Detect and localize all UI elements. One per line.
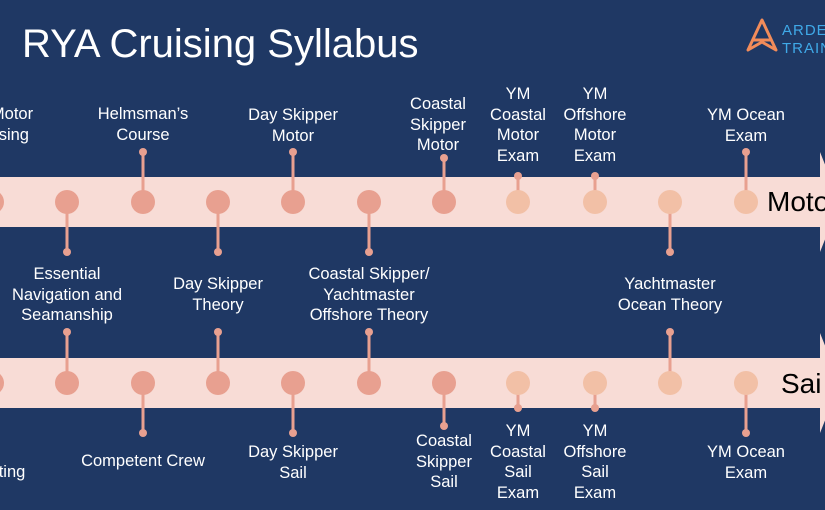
theory-label-essential-navigation: Essential Navigation and Seamanship — [11, 265, 123, 324]
motor-label-helmsmans: Helmsman’s Course — [97, 105, 189, 144]
sail-theory-day-skipper-connector-end — [214, 328, 222, 336]
motor-ym-offshore-connector-end — [591, 172, 599, 180]
sail-ym-ocean-connector-end — [742, 429, 750, 437]
sail-label-coastal-skipper: Coastal Skipper Sail — [416, 432, 472, 491]
sail-dot-10 — [734, 371, 758, 395]
logo-text-line1: ARDE — [782, 22, 825, 39]
motor-dot-9 — [658, 190, 682, 214]
motor-helmsmans-connector-end — [139, 148, 147, 156]
sail-track — [0, 358, 822, 408]
theory-coastal-yachtmaster-connector-end — [365, 248, 373, 256]
motor-dot-2 — [131, 190, 155, 214]
motor-dot-6 — [432, 190, 456, 214]
sail-dot-8 — [583, 371, 607, 395]
sail-ym-offshore-connector-end — [591, 404, 599, 412]
motor-label-day-skipper: Day Skipper Motor — [248, 106, 338, 145]
sail-track-label: Sai — [781, 368, 822, 399]
motor-track-label: Motor — [767, 186, 825, 217]
theory-essential-navigation-connector-end — [63, 248, 71, 256]
motor-dot-8 — [583, 190, 607, 214]
sail-dot-6 — [432, 371, 456, 395]
sail-dot-5 — [357, 371, 381, 395]
motor-ym-ocean-connector-end — [742, 148, 750, 156]
sail-label-ym-coastal: YM Coastal Sail Exam — [490, 422, 546, 502]
motor-label-ym-offshore: YM Offshore Motor Exam — [563, 85, 627, 165]
sail-dot-1 — [55, 371, 79, 395]
sail-dot-2 — [131, 371, 155, 395]
sail-ym-coastal-connector-end — [514, 404, 522, 412]
sail-label-ym-ocean: YM Ocean Exam — [707, 443, 785, 482]
sail-coastal-skipper-connector-end — [440, 422, 448, 430]
arden-logo — [745, 18, 779, 59]
compass-arrow-icon — [746, 18, 778, 52]
sail-label-start: ting — [0, 463, 26, 481]
motor-label-ym-coastal: YM Coastal Motor Exam — [490, 85, 546, 165]
motor-label-ym-ocean: YM Ocean Exam — [707, 106, 785, 145]
motor-dot-4 — [281, 190, 305, 214]
motor-label-start: Motor ising — [0, 105, 34, 144]
motor-dot-1 — [55, 190, 79, 214]
theory-label-coastal-yachtmaster: Coastal Skipper/ Yachtmaster Offshore Th… — [308, 265, 430, 324]
page-title: RYA Cruising Syllabus — [22, 22, 419, 66]
theory-label-yachtmaster-ocean: Yachtmaster Ocean Theory — [617, 275, 723, 314]
motor-track-arrowhead — [820, 152, 825, 252]
sail-competent-crew-connector-end — [139, 429, 147, 437]
sail-dot-4 — [281, 371, 305, 395]
sail-theory-essential-navigation-connector-end — [63, 328, 71, 336]
motor-label-coastal-skipper: Coastal Skipper Motor — [410, 95, 466, 154]
motor-ym-coastal-connector-end — [514, 172, 522, 180]
theory-label-day-skipper: Day Skipper Theory — [173, 275, 263, 314]
sail-day-skipper-connector-end — [289, 429, 297, 437]
theory-yachtmaster-ocean-connector-end — [666, 248, 674, 256]
sail-label-competent-crew: Competent Crew — [81, 452, 205, 470]
sail-theory-yachtmaster-ocean-connector-end — [666, 328, 674, 336]
motor-track — [0, 177, 822, 227]
motor-coastal-skipper-connector-end — [440, 154, 448, 162]
sail-label-ym-offshore: YM Offshore Sail Exam — [563, 422, 627, 502]
theory-day-skipper-connector-end — [214, 248, 222, 256]
sail-dot-7 — [506, 371, 530, 395]
motor-day-skipper-connector-end — [289, 148, 297, 156]
sail-dot-9 — [658, 371, 682, 395]
sail-label-day-skipper: Day Skipper Sail — [248, 443, 338, 482]
sail-dot-0 — [0, 374, 4, 392]
motor-dot-5 — [357, 190, 381, 214]
sail-dot-3 — [206, 371, 230, 395]
motor-dot-0 — [0, 193, 4, 211]
motor-dot-7 — [506, 190, 530, 214]
logo-text-line2: TRAIN — [782, 40, 825, 57]
motor-dot-3 — [206, 190, 230, 214]
sail-track-arrowhead — [820, 333, 825, 433]
motor-dot-10 — [734, 190, 758, 214]
sail-theory-coastal-yachtmaster-connector-end — [365, 328, 373, 336]
